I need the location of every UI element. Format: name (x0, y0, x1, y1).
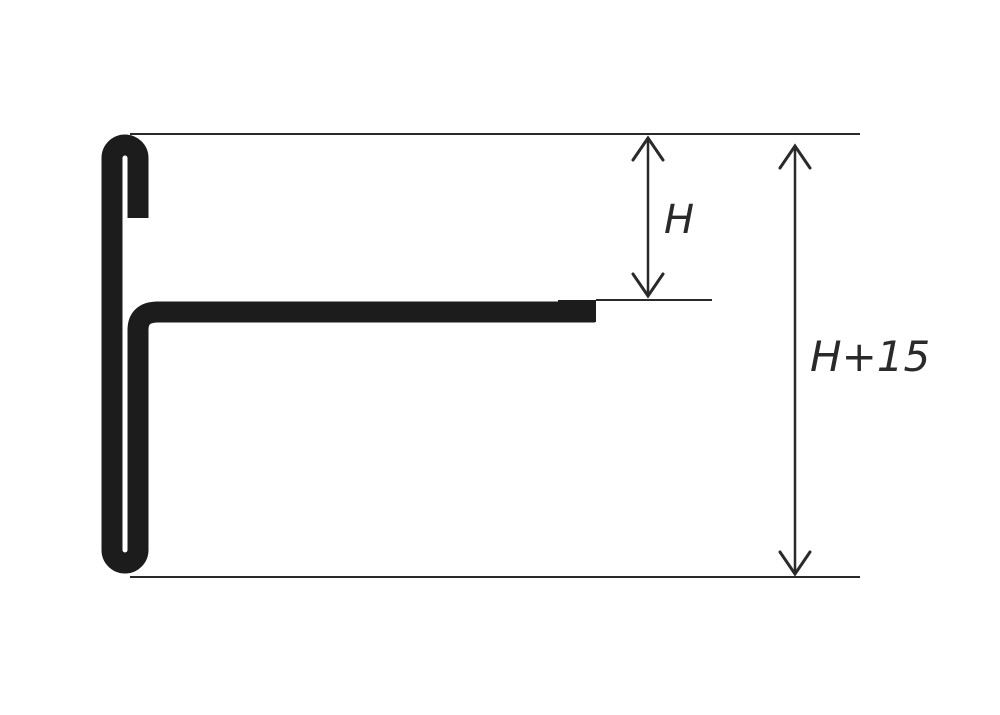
profile-horizontal-leg (127, 301, 595, 331)
dimension-arrow-h15-top (778, 143, 812, 170)
dimension-label-h-plus-15: H+15 (810, 332, 931, 381)
dimension-arrow-h-top (631, 135, 665, 162)
profile-back-wall (101, 134, 149, 574)
dimension-label-h: H (664, 197, 695, 243)
dimension-arrow-h15-bottom (778, 550, 812, 577)
dimension-arrow-h-bottom (631, 272, 665, 299)
profile-leg-tip (558, 300, 596, 322)
